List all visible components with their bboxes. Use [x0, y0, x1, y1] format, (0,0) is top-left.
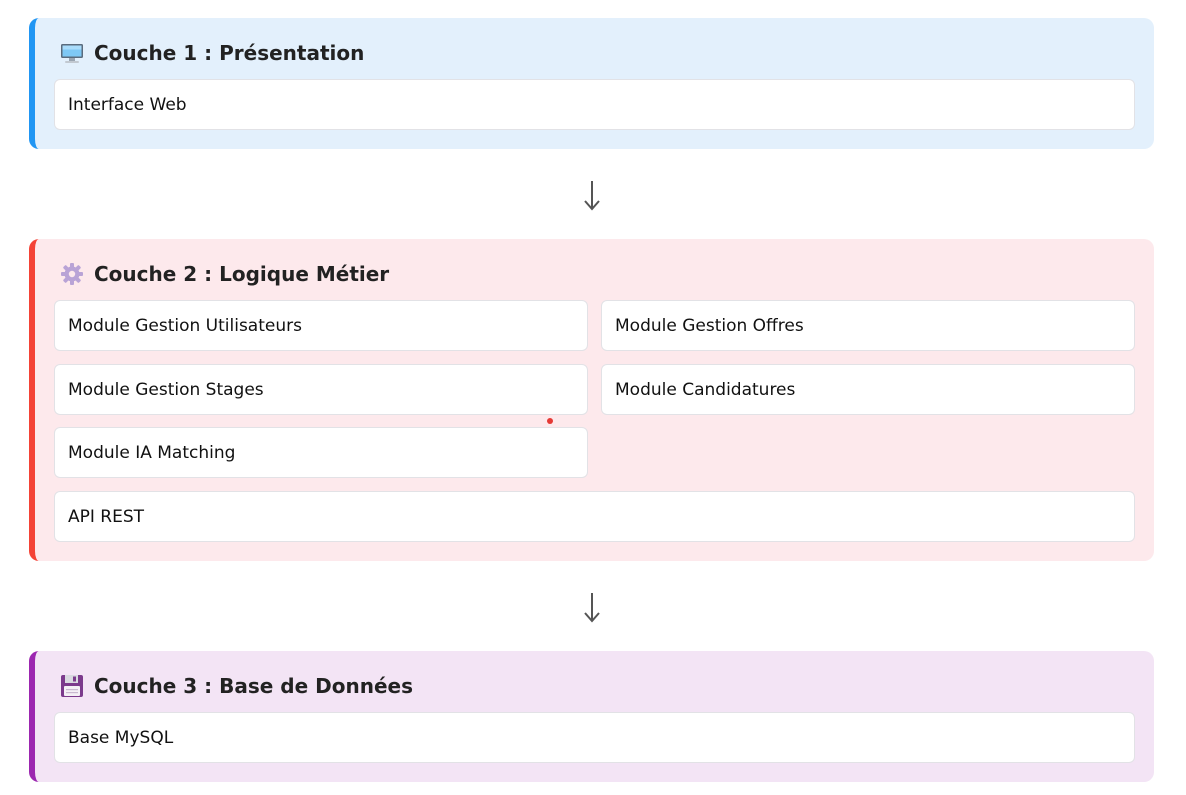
layer-presentation: Couche 1 : Présentation Interface Web — [29, 18, 1154, 149]
layer-title: Couche 3 : Base de Données — [60, 671, 413, 701]
down-arrow-icon — [584, 593, 600, 623]
component-module-ia-matching: Module IA Matching — [54, 427, 588, 478]
monitor-icon — [60, 41, 84, 65]
component-module-gestion-utilisateurs: Module Gestion Utilisateurs — [54, 300, 588, 351]
layer-database: Couche 3 : Base de Données Base MySQL — [29, 651, 1154, 782]
layer-title: Couche 1 : Présentation — [60, 38, 364, 68]
component-module-gestion-stages: Module Gestion Stages — [54, 364, 588, 415]
component-interface-web: Interface Web — [54, 79, 1135, 130]
cursor-dot — [547, 418, 553, 424]
layer-title: Couche 2 : Logique Métier — [60, 259, 389, 289]
gear-icon — [60, 262, 84, 286]
layer-business-logic: Couche 2 : Logique Métier Module Gestion… — [29, 239, 1154, 561]
component-module-candidatures: Module Candidatures — [601, 364, 1135, 415]
floppy-disk-icon — [60, 674, 84, 698]
component-module-gestion-offres: Module Gestion Offres — [601, 300, 1135, 351]
component-api-rest: API REST — [54, 491, 1135, 542]
component-base-mysql: Base MySQL — [54, 712, 1135, 763]
down-arrow-icon — [584, 181, 600, 211]
